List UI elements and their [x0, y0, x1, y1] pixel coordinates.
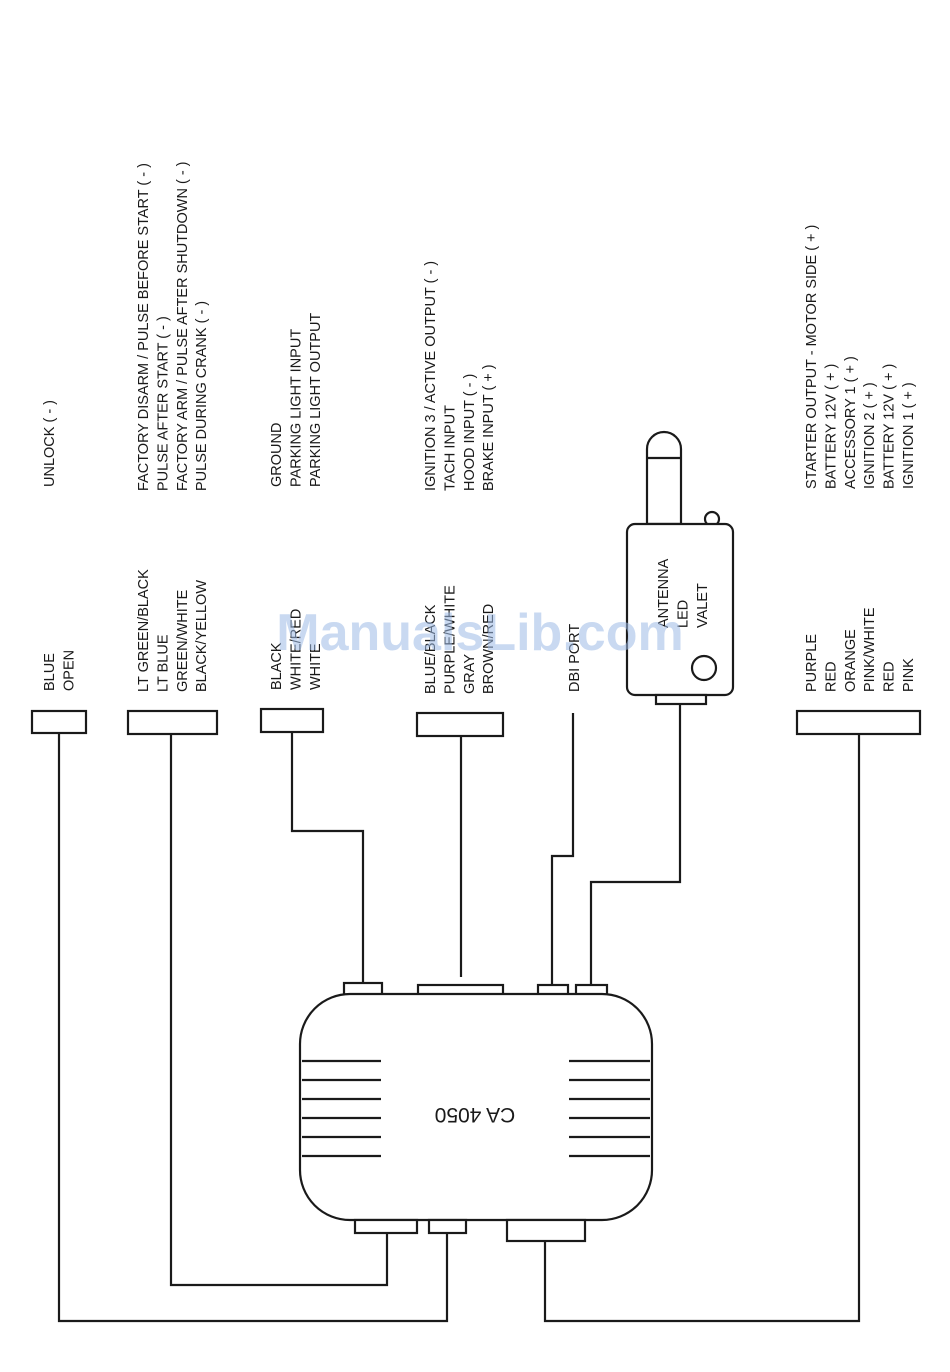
function-label-power: BATTERY 12V ( + ) — [882, 364, 898, 489]
wire-label-antenna: LED — [675, 600, 691, 628]
function-label-power: BATTERY 12V ( + ) — [823, 364, 839, 489]
connector-ignition3 — [415, 711, 505, 738]
antenna-whip — [645, 430, 683, 526]
function-label-power: STARTER OUTPUT - MOTOR SIDE ( + ) — [804, 225, 820, 489]
wire-label-factory: BLACK/YELLOW — [194, 580, 210, 692]
connector-unlock — [30, 709, 88, 735]
function-label-factory: FACTORY DISARM / PULSE BEFORE START ( - … — [136, 163, 152, 491]
function-label-power: IGNITION 2 ( + ) — [862, 382, 878, 489]
connector-factory — [126, 709, 219, 736]
wire-label-parking: WHITE — [308, 643, 324, 690]
wire-label-unlock: OPEN — [61, 650, 77, 691]
wire-label-dbi: DBI PORT — [567, 624, 583, 692]
wire-label-power: RED — [882, 661, 898, 692]
wire-parking — [290, 732, 365, 983]
wire-label-parking: WHITE/RED — [288, 609, 304, 690]
connector-parking — [259, 707, 325, 734]
valet-button — [690, 654, 718, 682]
function-label-factory: PULSE AFTER START ( - ) — [155, 316, 171, 491]
wire-label-power: ORANGE — [843, 629, 859, 692]
module-body — [298, 992, 654, 1222]
function-label-ignition3: BRAKE INPUT ( + ) — [481, 364, 497, 491]
wire-label-ignition3: PURPLE/WHITE — [442, 585, 458, 694]
port-factory — [353, 1218, 419, 1235]
wire-label-power: RED — [823, 661, 839, 692]
wire-label-factory: GREEN/WHITE — [175, 589, 191, 692]
wire-antenna — [589, 704, 682, 986]
watermark: ManualsLib.com — [276, 604, 683, 662]
function-label-ignition3: HOOD INPUT ( - ) — [462, 374, 478, 491]
wire-power — [543, 734, 861, 1323]
function-label-ignition3: IGNITION 3 / ACTIVE OUTPUT ( - ) — [423, 261, 439, 491]
function-label-power: IGNITION 1 ( + ) — [901, 382, 917, 489]
wire-label-antenna: VALET — [695, 583, 711, 628]
wire-label-factory: LT BLUE — [155, 634, 171, 692]
vent-slots-right — [569, 1059, 650, 1158]
function-label-power: ACCESSORY 1 ( + ) — [843, 356, 859, 489]
vent-slots-left — [302, 1059, 381, 1158]
module-label: CA 4050 — [435, 1103, 516, 1126]
port-unlock — [427, 1218, 468, 1235]
wire-unlock — [57, 733, 449, 1323]
connector-power — [795, 709, 922, 736]
wire-label-ignition3: BLUE/BLACK — [423, 604, 439, 694]
wire-label-power: PURPLE — [804, 634, 820, 692]
antenna-connector — [654, 693, 708, 706]
wire-label-ignition3: BROWN/RED — [481, 604, 497, 694]
function-label-parking: PARKING LIGHT INPUT — [288, 329, 304, 487]
function-label-unlock: UNLOCK ( - ) — [42, 400, 58, 487]
wire-factory — [169, 734, 389, 1287]
wire-label-factory: LT GREEN/BLACK — [136, 569, 152, 692]
antenna-module — [625, 430, 735, 706]
wire-label-parking: BLACK — [269, 642, 285, 690]
port-power — [505, 1218, 587, 1243]
function-label-ignition3: TACH INPUT — [442, 405, 458, 491]
main-module: CA 4050 — [298, 981, 654, 1243]
wire-label-unlock: BLUE — [42, 653, 58, 691]
function-label-parking: PARKING LIGHT OUTPUT — [308, 313, 324, 487]
function-label-factory: PULSE DURING CRANK ( - ) — [194, 301, 210, 491]
wire-dbi — [550, 713, 575, 985]
wire-label-power: PINK/WHITE — [862, 607, 878, 692]
wire-label-antenna: ANTENNA — [656, 558, 672, 628]
wire-label-power: PINK — [901, 658, 917, 692]
wire-label-ignition3: GRAY — [462, 654, 478, 694]
function-label-factory: FACTORY ARM / PULSE AFTER SHUTDOWN ( - ) — [175, 161, 191, 491]
function-label-parking: GROUND — [269, 423, 285, 487]
